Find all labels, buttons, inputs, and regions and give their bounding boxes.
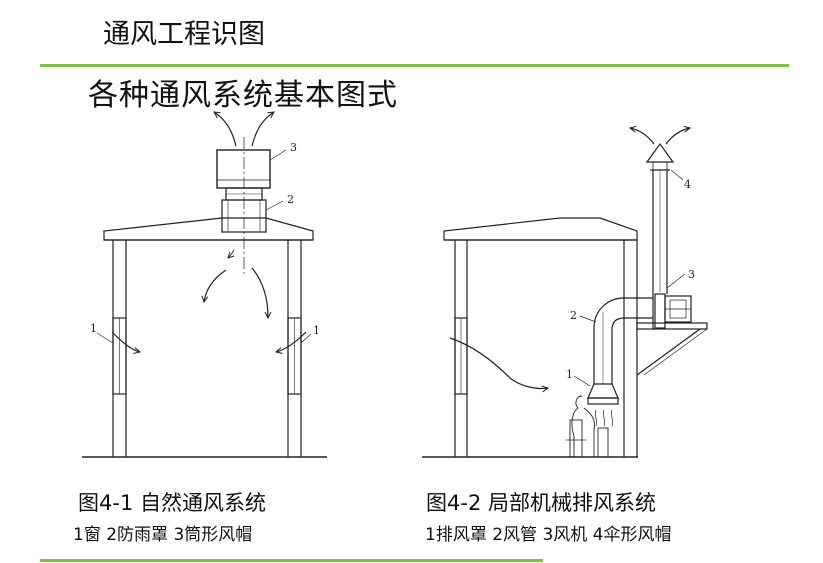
fig2-label-hood: 1 <box>566 368 573 381</box>
slide-subtitle: 各种通风系统基本图式 <box>88 78 398 113</box>
fig2-label-fan: 3 <box>688 268 695 281</box>
figure2-legend: 1排风罩 2风管 3风机 4伞形风帽 <box>425 525 672 545</box>
fig1-label-window-right: 1 <box>313 324 320 337</box>
fig1-label-window-left: 1 <box>90 322 97 335</box>
figure2-caption: 图4-2 局部机械排风系统 <box>426 491 656 515</box>
fig2-label-duct: 2 <box>570 309 577 322</box>
figure1-legend: 1窗 2防雨罩 3筒形风帽 <box>73 525 253 545</box>
figure1-caption: 图4-1 自然通风系统 <box>78 491 266 515</box>
fig2-label-umbrella-cap: 4 <box>684 178 691 191</box>
figure1-drawing <box>82 112 327 458</box>
figure1-labels: 3 2 1 1 <box>90 141 320 337</box>
fig1-label-rain-cover: 2 <box>287 193 294 206</box>
title-divider <box>40 64 789 67</box>
slide-title: 通风工程识图 <box>103 19 265 50</box>
bottom-divider <box>40 559 543 562</box>
figure2-drawing <box>422 128 708 458</box>
figure2-labels: 4 3 2 1 <box>566 178 695 381</box>
fig1-label-cap: 3 <box>290 141 297 154</box>
